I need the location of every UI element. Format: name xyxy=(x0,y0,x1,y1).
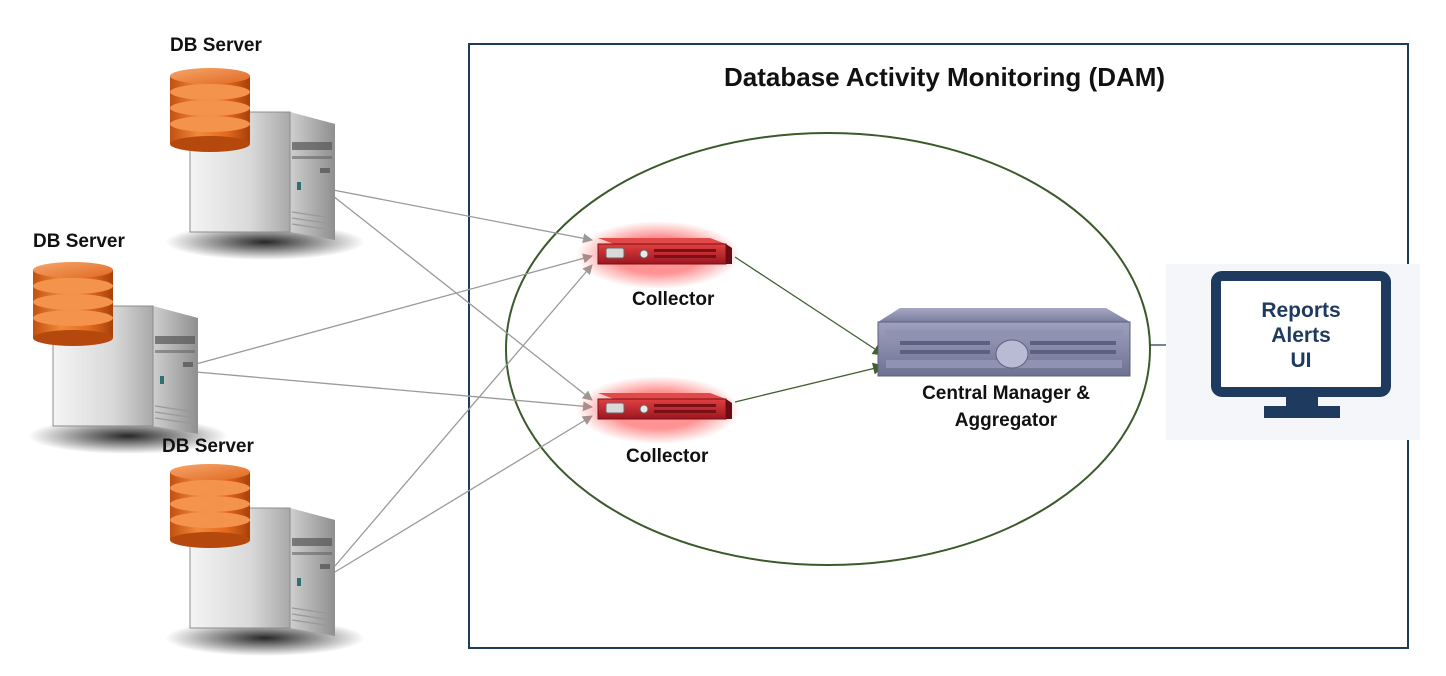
arrow-collector1-manager xyxy=(734,256,885,356)
db-to-collector-arrows xyxy=(195,189,593,573)
diagram-title: Database Activity Monitoring (DAM) xyxy=(724,62,1166,92)
monitor-icon xyxy=(1166,264,1420,440)
collector-2 xyxy=(575,375,741,445)
db-server-2 xyxy=(27,261,229,455)
central-manager-label-line2: Aggregator xyxy=(954,410,1058,431)
collector-1 xyxy=(575,220,741,290)
arrow-db2-collector2 xyxy=(195,371,593,412)
arrow-db3-collector1 xyxy=(334,264,593,567)
collector-to-manager-arrows xyxy=(734,256,885,403)
central-manager-appliance xyxy=(877,308,1131,377)
monitor-screen-text: Reports Alerts UI xyxy=(1226,298,1376,373)
arrow-db1-collector1 xyxy=(332,189,593,244)
arrow-db2-collector1 xyxy=(195,253,593,365)
db-server-2-label: DB Server xyxy=(33,231,125,252)
monitor-line-alerts: Alerts xyxy=(1271,324,1331,347)
db-server-1 xyxy=(164,67,366,261)
central-manager-label: Central Manager & Aggregator xyxy=(900,380,1112,434)
monitor-line-reports: Reports xyxy=(1261,299,1341,322)
db-server-1-label: DB Server xyxy=(170,35,262,56)
db-server-3 xyxy=(164,463,366,657)
collector-2-label: Collector xyxy=(626,446,709,467)
db-server-3-label: DB Server xyxy=(162,436,254,457)
arrow-collector2-manager xyxy=(734,362,885,403)
collector-1-label: Collector xyxy=(632,289,715,310)
central-manager-label-line1: Central Manager & xyxy=(922,383,1090,404)
collection-zone-ellipse xyxy=(505,132,1151,566)
monitor-line-ui: UI xyxy=(1290,349,1312,372)
arrow-db1-collector2 xyxy=(332,195,593,401)
arrow-db3-collector2 xyxy=(334,415,593,573)
